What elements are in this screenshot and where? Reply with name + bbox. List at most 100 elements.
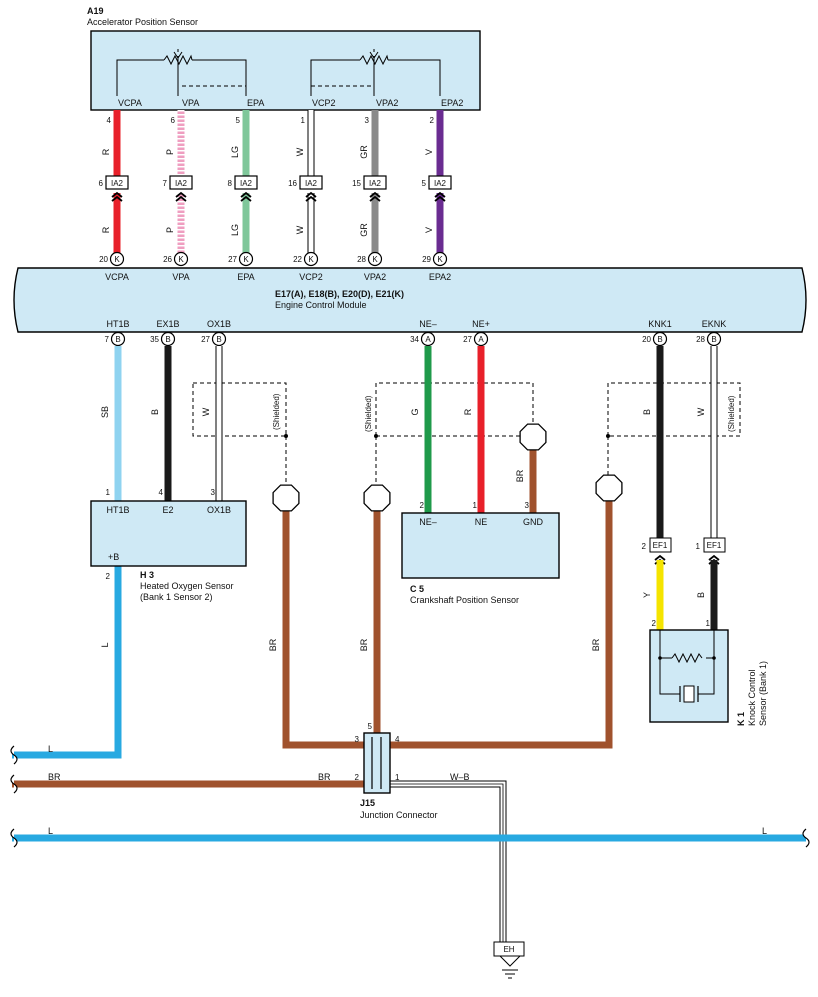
ecm-top-pin-circle-4 (367, 251, 383, 267)
ecm-bottom-pin-0: 7 (105, 335, 110, 344)
ground-icon (502, 969, 518, 979)
ecm-bottom-pin-circle-5 (652, 331, 668, 347)
ground-eh: EH (493, 941, 525, 979)
ecm-top-pin-3: 22 (293, 255, 302, 264)
ia2-connector-5 (428, 175, 452, 190)
ecm-bottom-label-2: OX1B (207, 319, 231, 329)
c5-body (401, 512, 560, 579)
bus-break-left-2 (10, 828, 18, 848)
accel-terminal-epa2: EPA2 (441, 98, 463, 108)
accel-terminal-epa: EPA (247, 98, 264, 108)
k1-pin-1: 1 (706, 619, 711, 628)
wire-wb (390, 781, 506, 942)
k1-code: K 1 (736, 712, 746, 726)
accel-pin: 4 (107, 116, 112, 125)
ecm-bottom-pin-circle-3-letter: A (425, 335, 431, 344)
ecm-bottom-pin-6: 28 (696, 335, 705, 344)
wire-h3-plus-b-color: L (100, 642, 110, 647)
accel-pot2-circuit (310, 59, 441, 96)
h3-pin-1: 1 (106, 488, 111, 497)
h3-body (90, 500, 247, 567)
wire-h3-ox1b-color: W (201, 407, 211, 416)
ecm-bottom-pin-circle-6 (706, 331, 722, 347)
c5-terminal-ne: NE (475, 517, 488, 527)
shield-k1: (Shielded) (606, 382, 741, 475)
wire-h3-e2-color: B (150, 409, 160, 415)
ia2-pin-3: 16 (288, 179, 297, 188)
bus-break-left-0 (10, 745, 18, 765)
shield-k1-label: (Shielded) (727, 395, 736, 432)
ecm-bottom-pin-3: 34 (410, 335, 419, 344)
accel-terminal-vpa2: VPA2 (376, 98, 398, 108)
ia2-pin-0: 6 (99, 179, 104, 188)
accel-sensor-body (90, 30, 481, 111)
bus-l-bottom-right-label: L (762, 826, 767, 836)
ecm-bottom-pin-circle-2 (211, 331, 227, 347)
ecm-bottom-pin-circle-6-letter: B (711, 335, 716, 344)
accel-pin: 5 (236, 116, 241, 125)
ecm-bottom-pin-circle-2-letter: B (216, 335, 221, 344)
k1-name-line2: Sensor (Bank 1) (758, 661, 768, 726)
ecm-body (13, 267, 807, 333)
wire-wb-label: W–B (450, 772, 470, 782)
ecm-top-pin-5: 29 (422, 255, 431, 264)
bus-break-right (802, 828, 810, 848)
shield-h3-label: (Shielded) (272, 393, 281, 430)
wire-c5-ne-minus-color: G (410, 408, 420, 415)
wire-h3-plus-b (12, 566, 122, 759)
bus-l-left-label: L (48, 744, 53, 754)
k1-circuit-top (659, 630, 715, 659)
ecm-bottom-pin-4: 27 (463, 335, 472, 344)
wire-color-upper-0: R (101, 148, 111, 155)
ecm-bottom-pin-circle-5-letter: B (657, 335, 662, 344)
wire-k1-knk1-upper-color: B (642, 409, 652, 415)
shield-c5-outline (375, 382, 534, 436)
h3-pin-2: 2 (106, 572, 111, 581)
j15-pin-3: 3 (355, 735, 360, 744)
h3-code: H 3 (140, 570, 154, 580)
shield-c5-octagon-connector (363, 484, 391, 512)
ia2-chevrons-0 (111, 191, 123, 202)
wire-color-upper-4: GR (359, 145, 369, 159)
wire-color-lower-3: W (295, 225, 305, 234)
h3-name-line2: (Bank 1 Sensor 2) (140, 592, 213, 602)
ecm-bottom-pin-circle-0-letter: B (115, 335, 120, 344)
k1-circuit-bottom (659, 658, 715, 695)
h3-name-line1: Heated Oxygen Sensor (140, 581, 234, 591)
wire-k1-eknk-lower-color: B (696, 592, 706, 598)
shield-h3-octagon-connector (272, 484, 300, 512)
k1-resistor (671, 652, 703, 664)
ecm-top-pin-4: 28 (357, 255, 366, 264)
ground-eh-label: EH (503, 945, 514, 954)
k1-ef1-pin-1: 1 (696, 542, 701, 551)
ecm: E17(A), E18(B), E20(D), E21(K) Engine Co… (13, 251, 807, 347)
ecm-top-label-5: EPA2 (429, 272, 451, 282)
ia2-pin-5: 5 (422, 179, 427, 188)
wire-color-upper-5: V (424, 149, 434, 155)
shield-h3: (Shielded) (192, 382, 288, 486)
ecm-top-pin-circle-2-letter: K (243, 255, 249, 264)
accel-pot1-resistor (163, 54, 193, 66)
ia2-connector-1 (169, 175, 193, 190)
accel-terminal-vcp2: VCP2 (312, 98, 336, 108)
ecm-codes: E17(A), E18(B), E20(D), E21(K) (275, 289, 404, 299)
k1-name-line1: Knock Control (747, 669, 757, 726)
ecm-top-pin-circle-3 (303, 251, 319, 267)
c5-pin-3: 3 (525, 501, 530, 510)
wire-k1-eknk-upper-color: W (696, 407, 706, 416)
accel-terminal-vpa: VPA (182, 98, 199, 108)
ecm-bottom-pin-circle-4 (473, 331, 489, 347)
bus-br-mid-label: BR (318, 772, 331, 782)
c5-terminal-gnd: GND (523, 517, 544, 527)
accel-pin: 1 (301, 116, 306, 125)
j15-pin-5: 5 (368, 722, 373, 731)
ground-triangle (498, 955, 522, 967)
j15-pin-4: 4 (395, 735, 400, 744)
ia2-chevrons-4 (369, 191, 381, 202)
bus-br-left-label: BR (48, 772, 61, 782)
ia2-label-5: IA2 (434, 179, 447, 188)
accel-pot1-circuit (116, 59, 247, 96)
accel-pot2-resistor (359, 54, 389, 66)
wire-color-upper-1: P (165, 149, 175, 155)
